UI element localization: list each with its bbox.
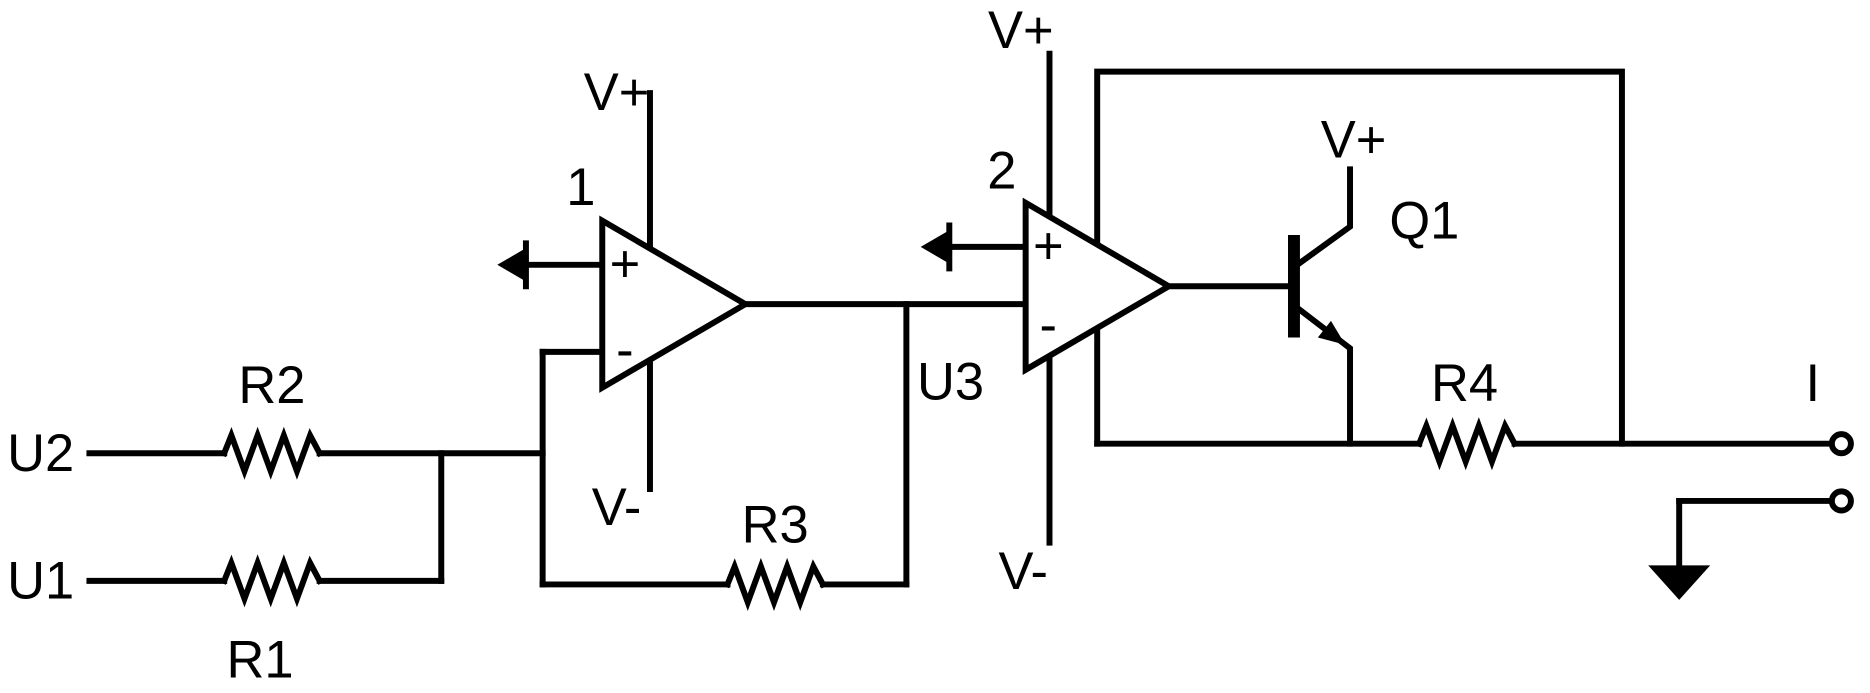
- input-u2-branch: U2 R2: [7, 357, 546, 483]
- transistor-q1: V+ Q1: [1165, 111, 1459, 447]
- output-ground-icon: [1648, 565, 1711, 600]
- input-u1-branch: U1 R1: [7, 450, 445, 689]
- q1-emitter-arrow-icon: [1317, 320, 1346, 345]
- resistor-r4-symbol: [1419, 426, 1514, 462]
- opamp2-vplus-label: V+: [988, 2, 1054, 60]
- opamp2-minus-label: -: [1040, 296, 1057, 354]
- q1-vplus-label: V+: [1321, 111, 1387, 169]
- opamp1-number-label: 1: [566, 159, 595, 217]
- opamp1: + - 1 V+ V-: [497, 64, 752, 588]
- opamp2-plus-label: +: [1033, 218, 1064, 276]
- opamp2-number-label: 2: [987, 142, 1016, 200]
- output-terminal: [1828, 431, 1854, 457]
- opamp1-plus-label: +: [610, 236, 641, 294]
- u1-label: U1: [7, 553, 74, 611]
- opamp1-minus-label: -: [616, 321, 633, 379]
- output-current-label: I: [1805, 355, 1820, 413]
- u2-label: U2: [7, 425, 74, 483]
- return-terminal: [1828, 488, 1854, 514]
- r3-label: R3: [742, 497, 809, 555]
- r4-label: R4: [1431, 355, 1498, 413]
- opamp1-triangle: [599, 215, 752, 393]
- opamp2-vminus-label: V-: [998, 543, 1048, 601]
- opamp1-vplus-label: V+: [584, 64, 650, 122]
- q1-emitter-wire: [1289, 301, 1354, 447]
- opamp1-vminus-label: V-: [592, 479, 642, 537]
- u3-label: U3: [917, 354, 984, 412]
- output-branch: R4 I: [1094, 355, 1854, 462]
- feedback-r3-branch: R3: [539, 301, 910, 603]
- q1-collector-wire: [1289, 166, 1354, 272]
- resistor-r1-symbol: [224, 563, 319, 599]
- opamp2-triangle: [1022, 197, 1175, 375]
- opamp1-ground-icon: [497, 248, 526, 282]
- r2-label: R2: [238, 357, 305, 415]
- opamp1-output: U3: [742, 301, 1029, 412]
- resistor-r2-symbol: [224, 435, 319, 471]
- return-branch: [1648, 488, 1854, 600]
- opamp2-ground-icon: [920, 230, 950, 264]
- q1-label: Q1: [1389, 193, 1459, 251]
- opamp2: + - 2 V+ V-: [920, 2, 1175, 601]
- resistor-r3-symbol: [727, 567, 822, 603]
- r1-label: R1: [226, 631, 293, 689]
